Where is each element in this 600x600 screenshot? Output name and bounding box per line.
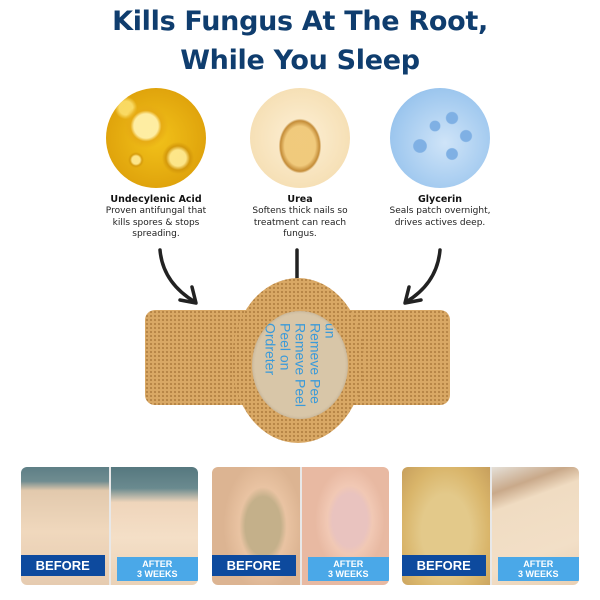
result-panel-big-toenail: BEFORE AFTER 3 WEEKS xyxy=(212,467,389,585)
result-panel-nail-closeup: BEFORE AFTER 3 WEEKS xyxy=(402,467,579,585)
before-label: BEFORE xyxy=(21,555,105,576)
after-label: AFTER 3 WEEKS xyxy=(497,557,579,581)
liner-print-text: un Remeve Pee Remeve Peel Peel on Ordret… xyxy=(262,322,339,408)
headline: Kills Fungus At The Root, While You Slee… xyxy=(0,2,600,80)
ingredient-name: Undecylenic Acid xyxy=(110,194,202,205)
after-label: AFTER 3 WEEKS xyxy=(307,557,389,581)
patch-release-liner: un Remeve Pee Remeve Peel Peel on Ordret… xyxy=(252,311,348,419)
liner-line: Remeve Pee xyxy=(307,322,324,404)
after-label-line-2: 3 WEEKS xyxy=(517,569,559,579)
after-label-line-2: 3 WEEKS xyxy=(327,569,369,579)
after-photo: AFTER 3 WEEKS xyxy=(108,467,198,585)
before-label: BEFORE xyxy=(212,555,296,576)
curved-arrow-right-icon xyxy=(403,248,442,305)
after-photo: AFTER 3 WEEKS xyxy=(489,467,579,585)
result-panel-toes: BEFORE AFTER 3 WEEKS xyxy=(21,467,198,585)
desc-line: drives actives deep. xyxy=(394,217,486,228)
after-label-line-2: 3 WEEKS xyxy=(136,569,178,579)
liner-line: Ordreter xyxy=(262,322,279,376)
desc-line: Seals patch overnight, xyxy=(389,206,491,216)
before-photo: BEFORE xyxy=(21,467,109,585)
after-label-line-1: AFTER xyxy=(142,559,173,569)
liner-line: Peel on xyxy=(277,322,294,371)
ingredient-description: Seals patch overnight, drives actives de… xyxy=(360,206,520,229)
ingredient-name: Glycerin xyxy=(417,194,463,205)
headline-line-2: While You Sleep xyxy=(180,45,420,76)
desc-line: spreading. xyxy=(132,229,180,239)
desc-line: Softens thick nails so xyxy=(252,206,348,216)
desc-line: treatment can reach xyxy=(253,217,347,228)
desc-line: kills spores & stops xyxy=(112,217,200,228)
before-label: BEFORE xyxy=(402,555,486,576)
ingredient-description: Proven antifungal that kills spores & st… xyxy=(76,206,236,241)
liner-line: un xyxy=(322,322,339,339)
desc-line: Proven antifungal that xyxy=(105,206,207,216)
desc-line: fungus. xyxy=(283,229,317,239)
after-label-line-1: AFTER xyxy=(333,559,364,569)
after-label: AFTER 3 WEEKS xyxy=(116,557,198,581)
molecule-sphere-image xyxy=(390,88,490,188)
ingredient-undecylenic-acid: Undecylenic Acid Proven antifungal that … xyxy=(76,88,236,241)
ingredient-name: Urea xyxy=(287,194,313,205)
before-photo: BEFORE xyxy=(212,467,300,585)
oil-bubbles-image xyxy=(106,88,206,188)
curved-arrow-left-icon xyxy=(158,248,198,305)
antifungal-patch-image: un Remeve Pee Remeve Peel Peel on Ordret… xyxy=(145,278,450,443)
ingredient-urea: Urea Softens thick nails so treatment ca… xyxy=(220,88,380,241)
after-label-line-1: AFTER xyxy=(523,559,554,569)
after-photo: AFTER 3 WEEKS xyxy=(299,467,389,585)
liner-line: Remeve Peel xyxy=(292,322,309,408)
ingredient-description: Softens thick nails so treatment can rea… xyxy=(220,206,380,241)
headline-line-1: Kills Fungus At The Root, xyxy=(112,6,488,37)
before-photo: BEFORE xyxy=(402,467,490,585)
cream-drop-image xyxy=(250,88,350,188)
ingredient-glycerin: Glycerin Seals patch overnight, drives a… xyxy=(360,88,520,229)
